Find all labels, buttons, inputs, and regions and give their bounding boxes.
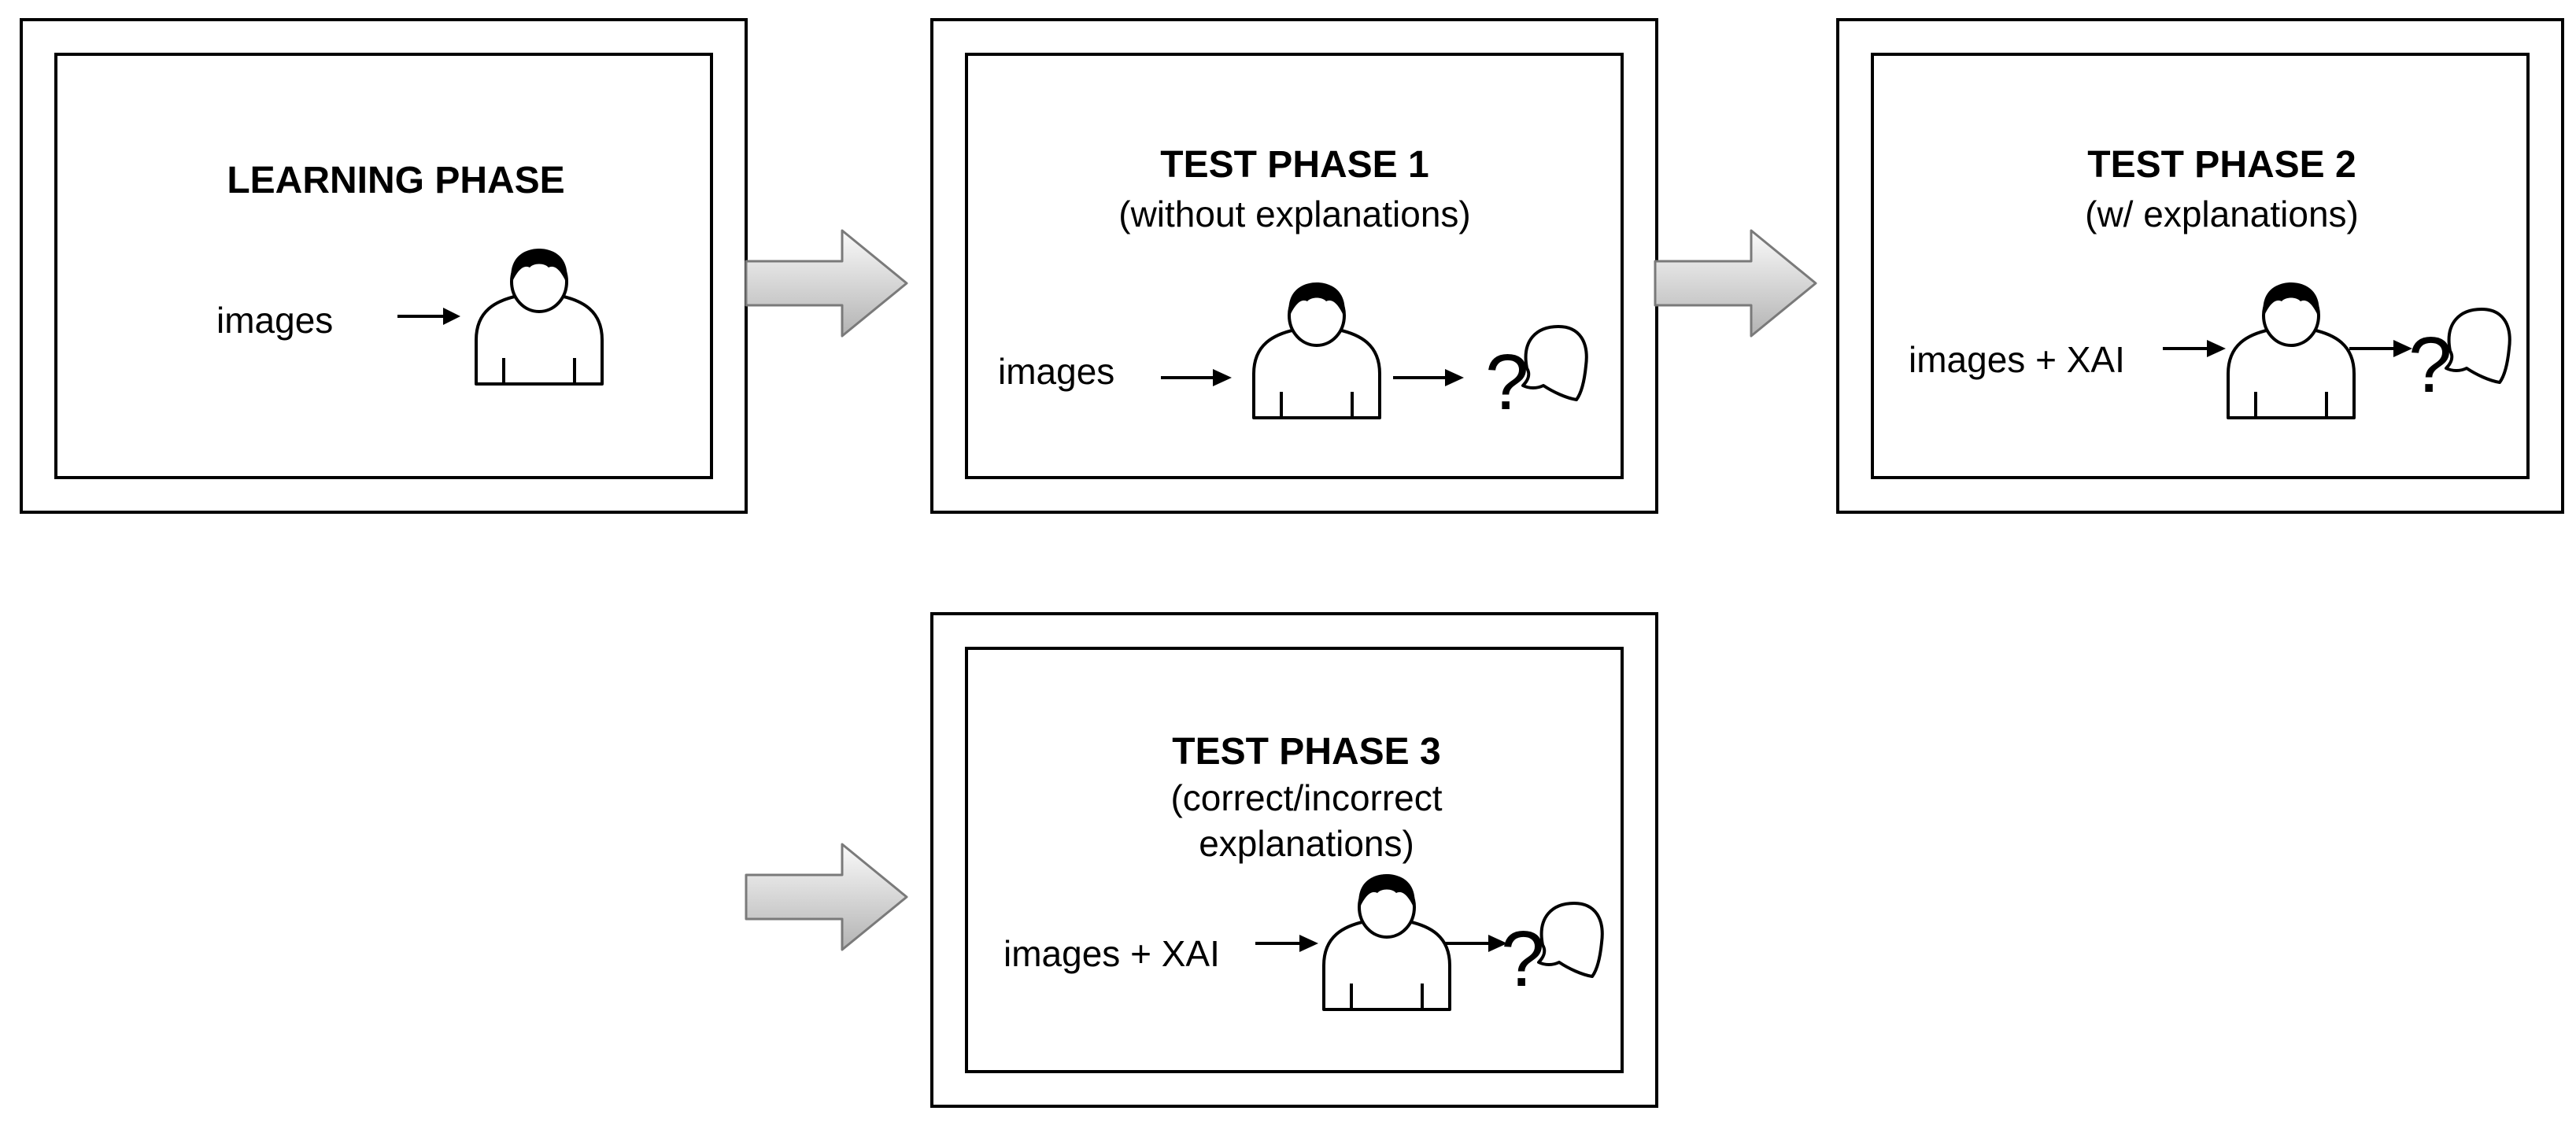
- person-icon: [475, 249, 604, 386]
- question-bubble-icon: ?: [1485, 325, 1588, 417]
- panel-test-phase-3: [930, 612, 1658, 1108]
- panel-learning-phase: [20, 18, 748, 514]
- panel-test-phase-3-inner: [965, 647, 1624, 1073]
- arrow-right-icon: [2163, 340, 2226, 357]
- person-icon: [2227, 282, 2356, 419]
- arrow-right-icon: [2349, 340, 2412, 357]
- question-bubble-icon: ?: [1501, 902, 1604, 994]
- arrow-right-icon: [1255, 935, 1318, 952]
- panel-test-phase-2: [1836, 18, 2564, 514]
- svg-text:?: ?: [1485, 338, 1529, 417]
- test-phase-3-subtitle-line2: explanations): [1199, 823, 1414, 864]
- test-phase-3-input-label: images + XAI: [1003, 933, 1220, 974]
- panel-test-phase-1: [930, 18, 1658, 514]
- arrow-right-icon: [397, 308, 460, 325]
- test-phase-1-subtitle: (without explanations): [1118, 194, 1471, 234]
- svg-text:?: ?: [1501, 915, 1545, 994]
- arrow-right-icon: [1444, 935, 1507, 952]
- question-bubble-icon: ?: [2408, 308, 2511, 400]
- person-icon: [1252, 282, 1381, 419]
- panel-learning-phase-inner: [54, 53, 713, 479]
- svg-text:?: ?: [2408, 321, 2452, 400]
- test-phase-3-subtitle-line1: (correct/incorrect: [1170, 777, 1443, 818]
- test-phase-3-title: TEST PHASE 3: [1172, 731, 1441, 773]
- panel-test-phase-1-inner: [965, 53, 1624, 479]
- arrow-right-icon: [1161, 369, 1232, 386]
- learning-input-label: images: [216, 300, 334, 341]
- arrow-right-icon: [1393, 369, 1464, 386]
- test-phase-2-title: TEST PHASE 2: [2087, 144, 2356, 186]
- panel-test-phase-2-inner: [1871, 53, 2530, 479]
- test-phase-2-input-label: images + XAI: [1909, 339, 2125, 380]
- flow-arrow-3: [745, 843, 908, 951]
- test-phase-1-input-label: images: [998, 351, 1115, 392]
- test-phase-1-title: TEST PHASE 1: [1160, 144, 1429, 186]
- person-icon: [1322, 874, 1451, 1011]
- test-phase-2-subtitle: (w/ explanations): [2085, 194, 2359, 234]
- learning-phase-title: LEARNING PHASE: [227, 160, 565, 201]
- flow-arrow-1: [745, 229, 908, 338]
- flow-arrow-2: [1654, 229, 1817, 338]
